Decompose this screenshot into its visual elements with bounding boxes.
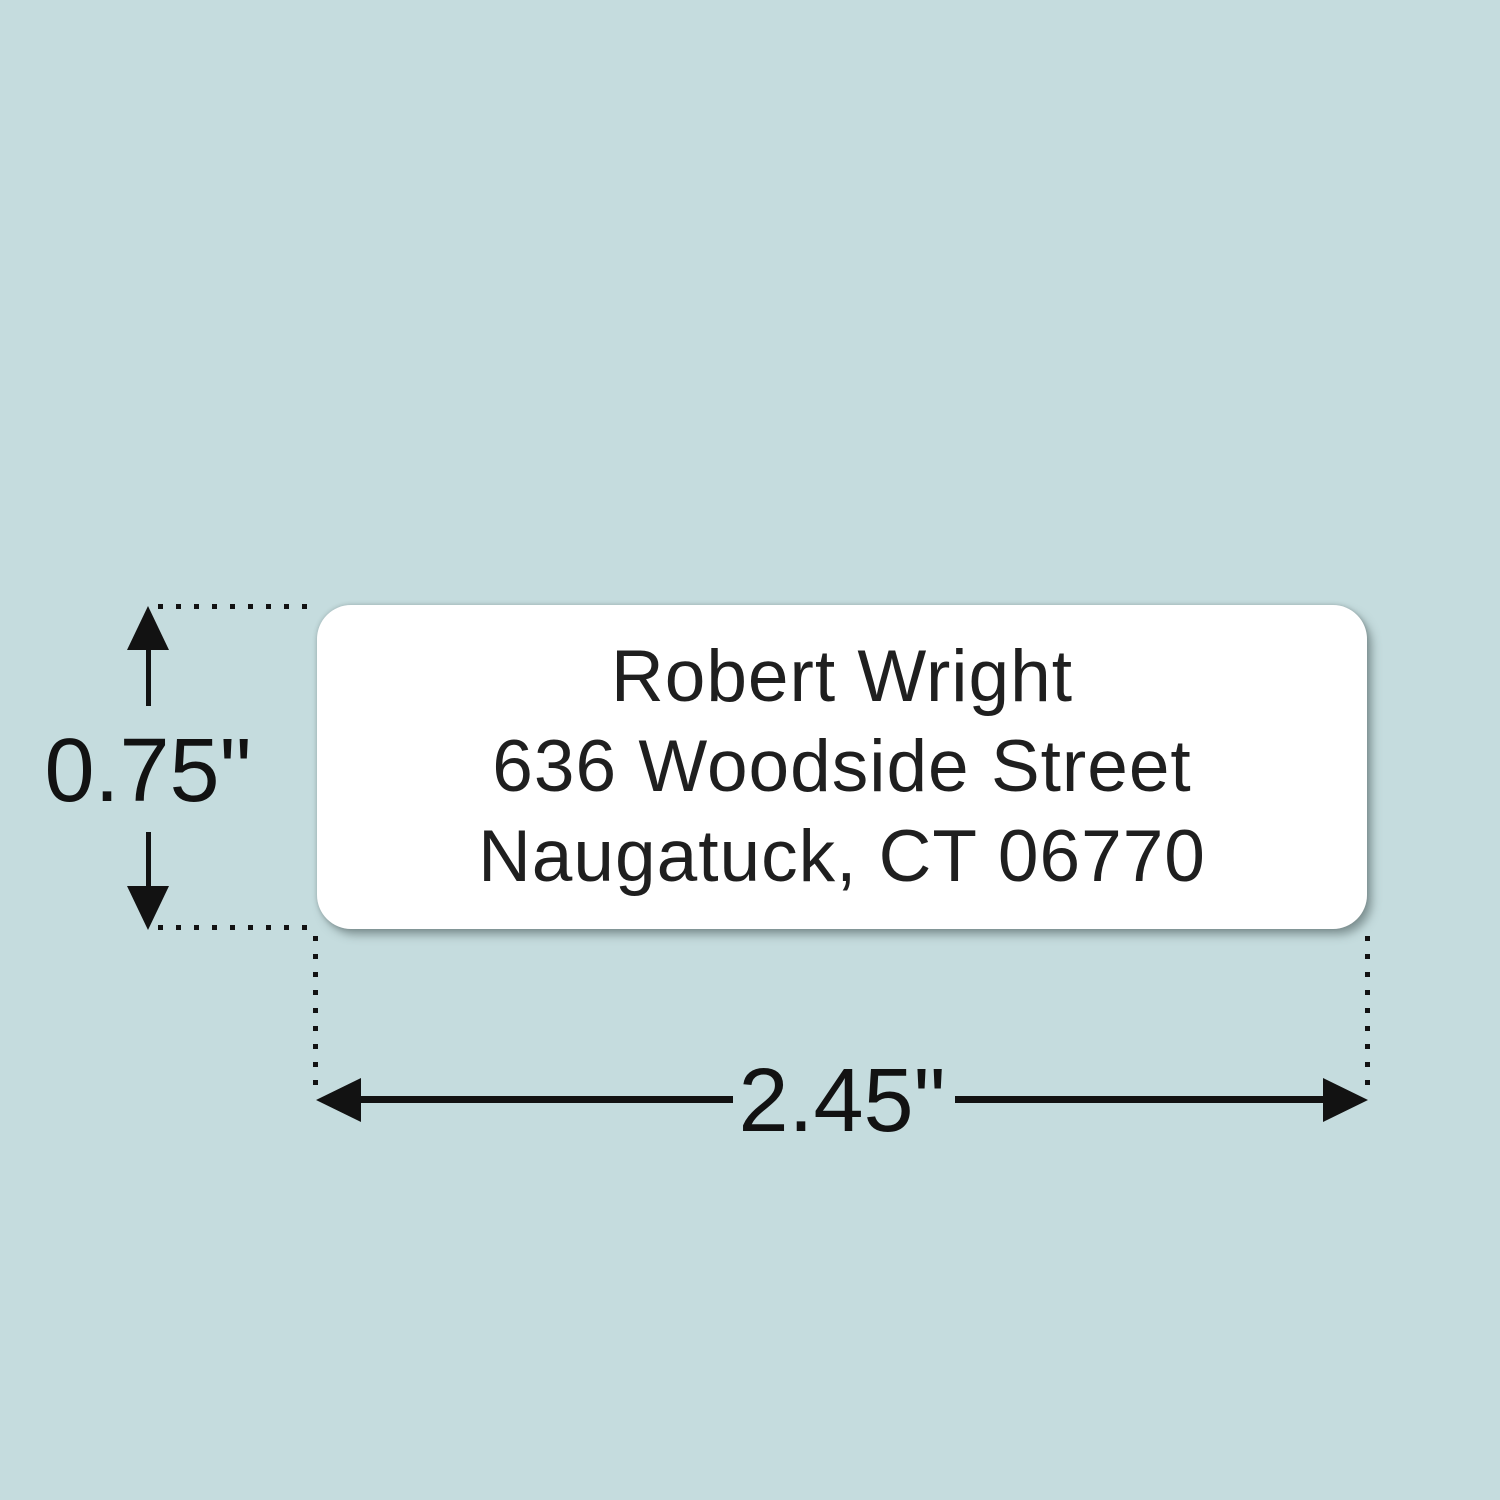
arrow-left-icon <box>316 1078 361 1122</box>
width-dimension-label: 2.45" <box>738 1051 946 1151</box>
address-text-block: Robert Wright 636 Woodside Street Naugat… <box>478 632 1206 902</box>
height-bottom-extension-dotted-line <box>158 925 310 930</box>
street-address: 636 Woodside Street <box>492 726 1192 807</box>
width-left-extension-dotted-line <box>313 936 318 1086</box>
width-right-extension-dotted-line <box>1365 936 1370 1086</box>
arrow-down-icon <box>127 886 169 930</box>
arrow-up-icon <box>127 606 169 650</box>
width-line-right-segment <box>955 1096 1330 1103</box>
height-top-extension-dotted-line <box>158 604 310 609</box>
arrow-down-stem <box>146 832 151 890</box>
city-state-zip: Naugatuck, CT 06770 <box>478 816 1206 897</box>
recipient-name: Robert Wright <box>611 636 1073 717</box>
address-label-card: Robert Wright 636 Woodside Street Naugat… <box>317 605 1367 929</box>
width-line-left-segment <box>358 1096 733 1103</box>
height-dimension-label: 0.75" <box>44 721 252 821</box>
arrow-up-stem <box>146 648 151 706</box>
arrow-right-icon <box>1323 1078 1368 1122</box>
